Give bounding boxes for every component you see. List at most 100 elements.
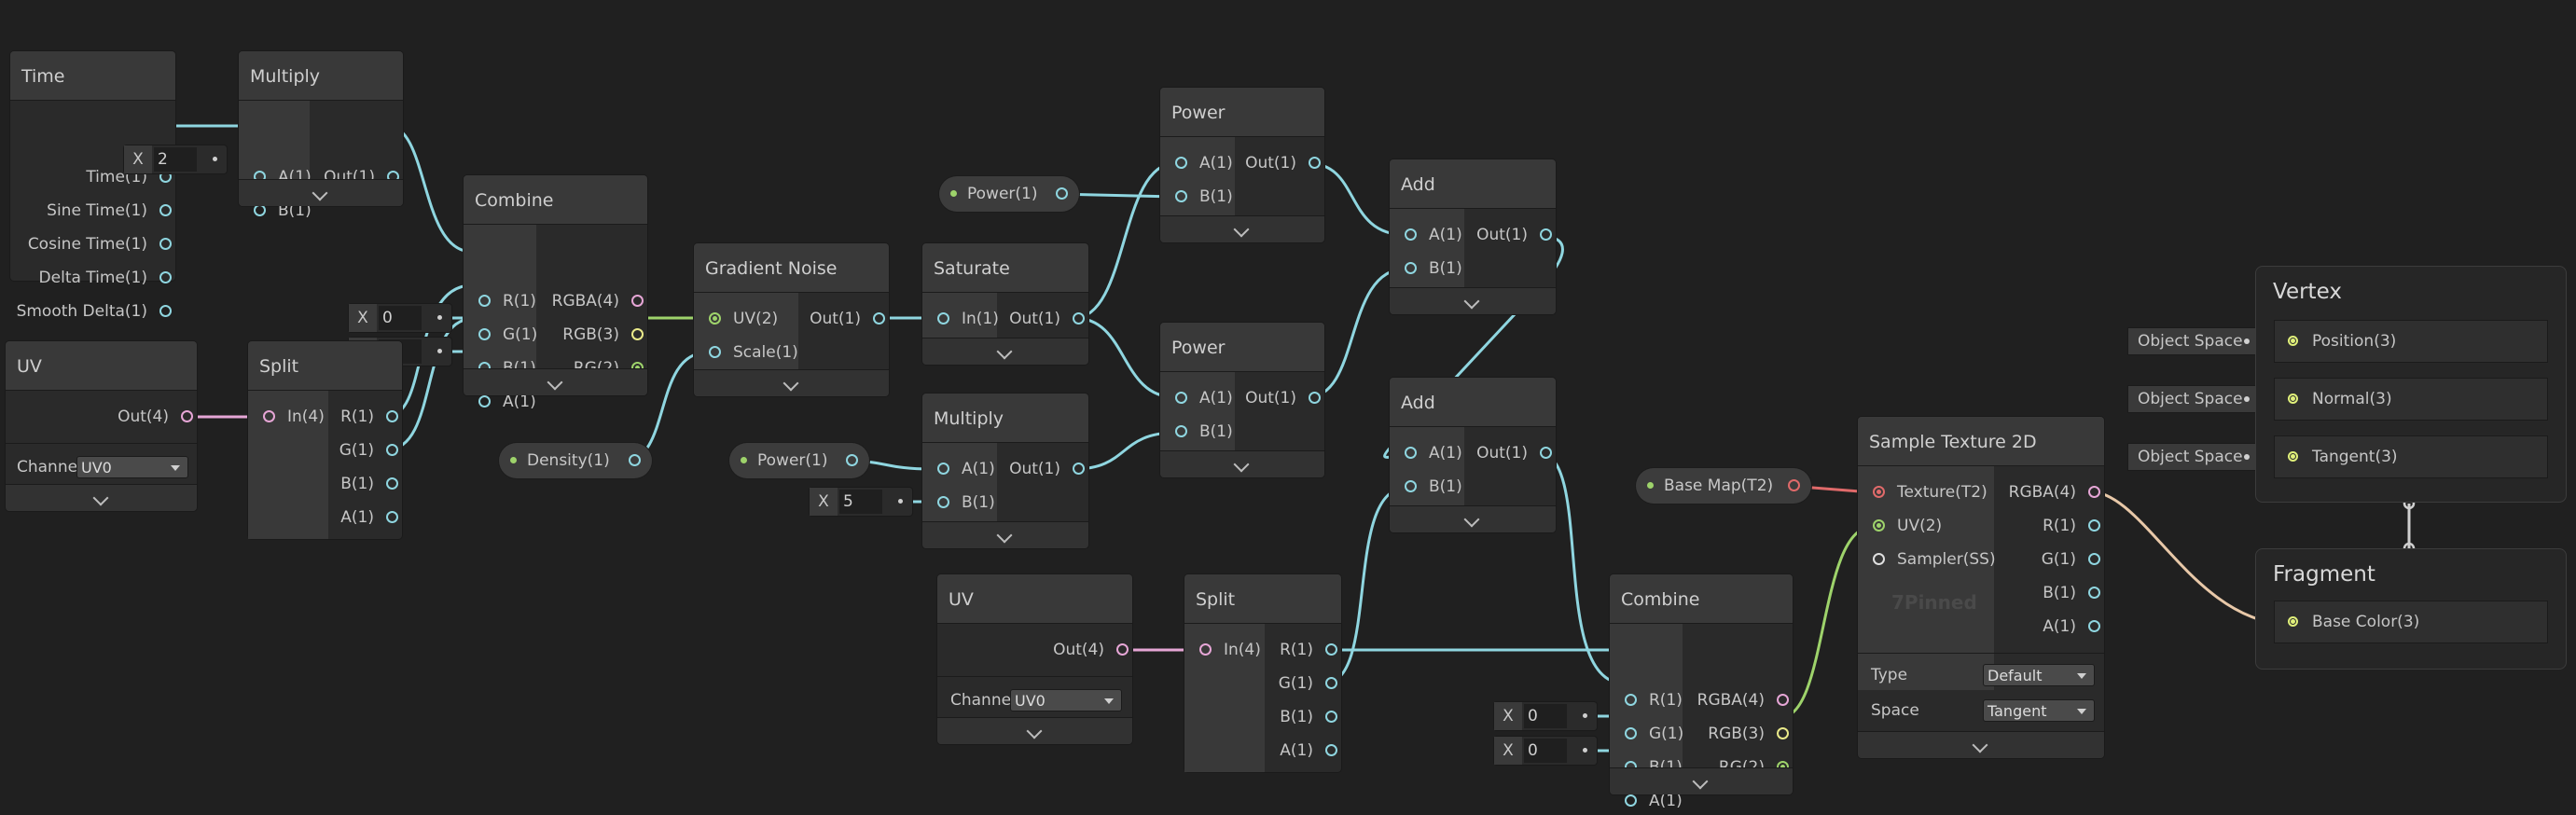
- combine-node[interactable]: Combine R(1) G(1) B(1) A(1) RGBA(4) RGB(…: [1610, 574, 1793, 810]
- space-dropdown[interactable]: Tangent: [1983, 699, 2095, 722]
- port-cosine-time[interactable]: Cosine Time(1): [28, 235, 175, 254]
- port-b[interactable]: B(1): [1401, 477, 1462, 496]
- vertex-context[interactable]: Vertex Position(3) Normal(3) Tangent(3): [2255, 266, 2567, 503]
- power-node[interactable]: Power A(1) B(1) Out(1): [1160, 323, 1324, 477]
- port-b[interactable]: B(1): [934, 493, 995, 512]
- split-node[interactable]: Split In(4) R(1) G(1) B(1) A(1): [1184, 574, 1341, 772]
- type-dropdown[interactable]: Default: [1983, 664, 2095, 686]
- port-r[interactable]: R(1): [2043, 517, 2104, 535]
- port-uv[interactable]: UV(2): [1869, 517, 1942, 535]
- gradient-noise-node[interactable]: Gradient Noise UV(2) Scale(1) Out(1): [694, 243, 889, 396]
- port-smooth-delta[interactable]: Smooth Delta(1): [17, 302, 175, 321]
- port-out[interactable]: Out(4): [118, 408, 197, 426]
- collapse-toggle[interactable]: [1160, 215, 1324, 242]
- port-a[interactable]: A(1): [340, 508, 402, 527]
- port-r[interactable]: R(1): [475, 292, 536, 311]
- split-node[interactable]: Split In(4) R(1) G(1) B(1) A(1): [248, 341, 402, 539]
- port-rgb[interactable]: RGB(3): [562, 325, 647, 344]
- power-property[interactable]: Power(1): [729, 443, 869, 478]
- port-b[interactable]: B(1): [340, 475, 402, 493]
- port-b[interactable]: B(1): [1280, 708, 1341, 726]
- port-a[interactable]: A(1): [1401, 444, 1462, 463]
- position-space[interactable]: Object Space: [2128, 328, 2257, 354]
- sine-b-input[interactable]: X 2: [124, 145, 227, 173]
- base-map-property[interactable]: Base Map(T2): [1636, 468, 1811, 504]
- collapse-toggle[interactable]: [464, 368, 647, 395]
- port-texture[interactable]: Texture(T2): [1869, 483, 1987, 502]
- tangent-space[interactable]: Object Space: [2128, 444, 2257, 470]
- port-out[interactable]: Out(1): [1245, 389, 1324, 408]
- port-g[interactable]: G(1): [1279, 674, 1341, 693]
- collapse-toggle[interactable]: [937, 717, 1132, 744]
- normal-space[interactable]: Object Space: [2128, 386, 2257, 412]
- density-property[interactable]: Density(1): [499, 443, 652, 478]
- port-a[interactable]: A(1): [1621, 792, 1683, 810]
- collapse-toggle[interactable]: [694, 369, 889, 396]
- port-a[interactable]: A(1): [475, 393, 536, 411]
- collapse-toggle[interactable]: [1610, 767, 1793, 794]
- port-in[interactable]: In(1): [934, 310, 999, 328]
- channel-dropdown[interactable]: UV0: [76, 456, 188, 478]
- collapse-toggle[interactable]: [6, 484, 197, 511]
- collapse-toggle[interactable]: [1390, 505, 1556, 532]
- port-a[interactable]: A(1): [934, 460, 995, 478]
- collapse-toggle[interactable]: [1160, 450, 1324, 477]
- port-delta-time[interactable]: Delta Time(1): [39, 269, 175, 287]
- port-out[interactable]: Out(1): [1245, 154, 1324, 173]
- saturate-node[interactable]: Saturate In(1) Out(1): [922, 243, 1088, 365]
- port-out[interactable]: Out(1): [810, 310, 889, 328]
- sample-texture-2d-node[interactable]: Sample Texture 2D Texture(T2) UV(2) Samp…: [1858, 417, 2104, 758]
- port-g[interactable]: G(1): [1621, 725, 1683, 743]
- port-in[interactable]: In(4): [1196, 641, 1261, 659]
- port-rgba[interactable]: RGBA(4): [552, 292, 647, 311]
- combine-node[interactable]: Combine R(1) G(1) B(1) A(1) RGBA(4) RGB(…: [464, 175, 647, 411]
- collapse-toggle[interactable]: [1390, 287, 1556, 314]
- power-property[interactable]: Power(1): [939, 176, 1079, 212]
- add-node[interactable]: Add A(1) B(1) Out(1): [1390, 378, 1556, 532]
- port-rgba[interactable]: RGBA(4): [2009, 483, 2104, 502]
- uv-node[interactable]: UV Out(4) Channel UV0: [6, 341, 197, 511]
- port-r[interactable]: R(1): [340, 408, 402, 426]
- power-node[interactable]: Power A(1) B(1) Out(1): [1160, 88, 1324, 242]
- port-out[interactable]: Out(4): [1053, 641, 1132, 659]
- port-out[interactable]: Out(1): [1009, 460, 1088, 478]
- port-g[interactable]: G(1): [2042, 550, 2104, 569]
- port-r[interactable]: R(1): [1621, 691, 1683, 710]
- tangent-slot[interactable]: Tangent(3): [2275, 436, 2547, 477]
- port-a[interactable]: A(1): [1171, 389, 1233, 408]
- add-node[interactable]: Add A(1) B(1) Out(1): [1390, 159, 1556, 314]
- base-color-slot[interactable]: Base Color(3): [2275, 601, 2547, 642]
- port-sine-time[interactable]: Sine Time(1): [47, 201, 175, 220]
- position-slot[interactable]: Position(3): [2275, 321, 2547, 362]
- uv-node[interactable]: UV Out(4) Channel UV0: [937, 574, 1132, 744]
- port-uv[interactable]: UV(2): [705, 310, 778, 328]
- multiply-b-input[interactable]: X 5: [810, 488, 912, 516]
- port-b[interactable]: B(1): [1171, 422, 1233, 441]
- combine-b-input[interactable]: X 0: [1494, 702, 1597, 730]
- port-g[interactable]: G(1): [475, 325, 537, 344]
- port-g[interactable]: G(1): [339, 441, 402, 460]
- multiply-node[interactable]: Multiply A(1) B(1) Out(1): [922, 394, 1088, 548]
- port-out[interactable]: Out(1): [1009, 310, 1088, 328]
- port-b[interactable]: B(1): [1401, 259, 1462, 278]
- port-out[interactable]: Out(1): [1476, 226, 1556, 244]
- port-scale[interactable]: Scale(1): [705, 343, 798, 362]
- combine-b-input[interactable]: X 0: [349, 304, 451, 332]
- port-a[interactable]: A(1): [1280, 741, 1341, 760]
- normal-slot[interactable]: Normal(3): [2275, 379, 2547, 420]
- channel-dropdown[interactable]: UV0: [1010, 689, 1122, 711]
- multiply-node[interactable]: Multiply A(1) B(1) Out(1): [239, 51, 403, 220]
- port-out[interactable]: Out(1): [1476, 444, 1556, 463]
- fragment-context[interactable]: Fragment Base Color(3): [2255, 548, 2567, 670]
- collapse-toggle[interactable]: [1858, 731, 2104, 758]
- collapse-toggle[interactable]: [239, 179, 403, 206]
- collapse-toggle[interactable]: [922, 338, 1088, 365]
- port-a[interactable]: A(1): [2043, 617, 2104, 636]
- port-a[interactable]: A(1): [1401, 226, 1462, 244]
- port-b[interactable]: B(1): [1171, 187, 1233, 206]
- port-r[interactable]: R(1): [1280, 641, 1341, 659]
- port-sampler[interactable]: Sampler(SS): [1869, 550, 1996, 569]
- collapse-toggle[interactable]: [922, 521, 1088, 548]
- port-b[interactable]: B(1): [2043, 584, 2104, 602]
- combine-a-input[interactable]: X 0: [1494, 737, 1597, 765]
